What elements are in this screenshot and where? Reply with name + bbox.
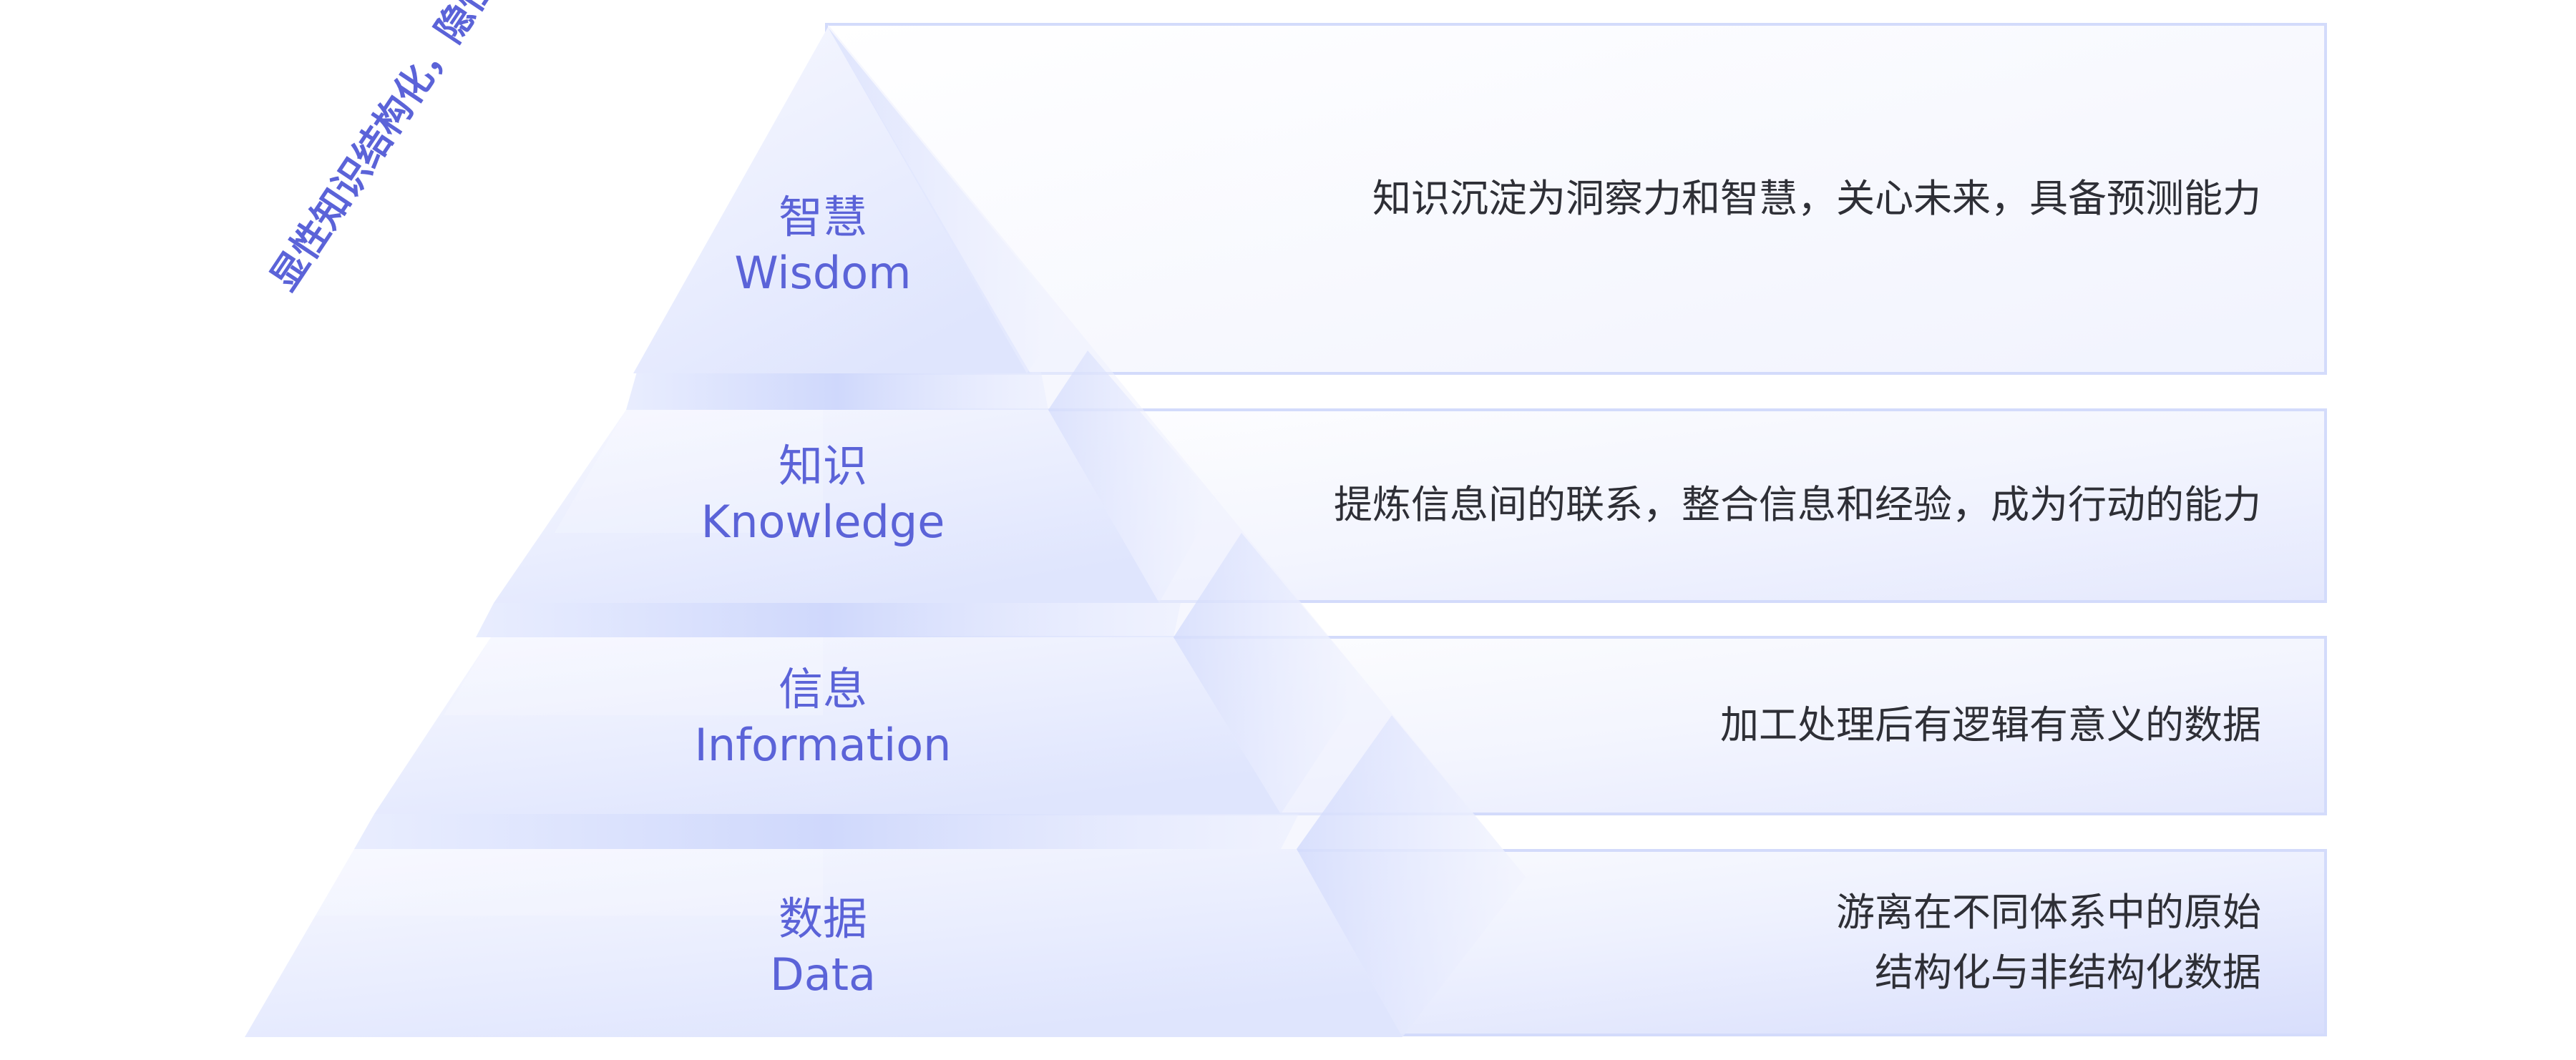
pyramid-level-knowledge (494, 410, 1159, 603)
level-title-en: Knowledge (701, 496, 945, 548)
level-title-zh: 知识 (778, 440, 867, 492)
pyramid-side-wisdom (828, 27, 1066, 373)
level-label-wisdom: 智慧 Wisdom (644, 190, 1002, 301)
level-label-knowledge: 知识 Knowledge (644, 438, 1002, 550)
pyramid-level-data (245, 849, 1402, 1037)
description-line: 加工处理后有逻辑有意义的数据 (1720, 702, 2261, 747)
pyramid-band-knowledge-info (476, 603, 1181, 637)
level-title-en: Information (694, 719, 952, 771)
level-title-en: Wisdom (734, 247, 912, 299)
panel-wisdom (825, 23, 2327, 375)
pyramid-band-info-data (354, 814, 1299, 849)
pyramid-level-information (374, 637, 1281, 814)
level-title-zh: 智慧 (778, 191, 867, 243)
description-data: 游离在不同体系中的原始 结构化与非结构化数据 (1188, 883, 2261, 1003)
pyramid-level-wisdom (633, 27, 1030, 373)
description-line: 知识沉淀为洞察力和智慧，关心未来，具备预测能力 (1372, 176, 2261, 221)
level-title-zh: 数据 (778, 893, 867, 945)
pyramid-band-wisdom-knowledge (626, 372, 1048, 410)
description-wisdom: 知识沉淀为洞察力和智慧，关心未来，具备预测能力 (1188, 169, 2261, 229)
level-label-data: 数据 Data (644, 891, 1002, 1003)
pyramid-side-knowledge (1048, 350, 1216, 603)
level-title-en: Data (769, 948, 877, 1001)
pyramid-side-data (1297, 715, 1526, 1037)
description-line: 游离在不同体系中的原始 (1836, 890, 2261, 935)
description-knowledge: 提炼信息间的联系，整合信息和经验，成为行动的能力 (1188, 475, 2261, 535)
pyramid-highlight-data (315, 849, 823, 916)
level-title-zh: 信息 (778, 663, 867, 715)
pyramid-highlight-information (444, 637, 823, 715)
description-information: 加工处理后有逻辑有意义的数据 (1188, 695, 2261, 755)
description-line: 结构化与非结构化数据 (1875, 950, 2261, 995)
pyramid-side-information (1174, 533, 1367, 814)
level-label-information: 信息 Information (644, 662, 1002, 773)
pyramid-highlight-knowledge (555, 410, 823, 533)
description-line: 提炼信息间的联系，整合信息和经验，成为行动的能力 (1334, 482, 2261, 527)
